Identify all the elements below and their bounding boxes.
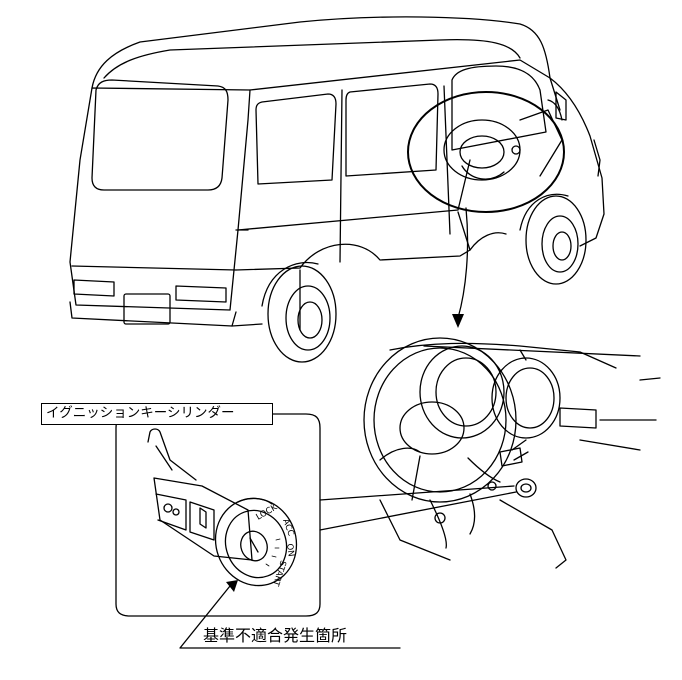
defect-location-label: 基準不適合発生箇所 (203, 626, 348, 645)
leader-line-lower (319, 491, 517, 531)
leader-line-upper (319, 485, 515, 501)
part-name-label: イグニッションキーシリンダー (41, 403, 273, 425)
callout-arrowhead (226, 580, 238, 592)
van-illustration (69, 16, 605, 363)
callout-leader (179, 585, 401, 649)
ignition-key-cylinder-drawing (147, 428, 298, 587)
key-position-acc: ACC (280, 518, 295, 538)
dashboard-illustration (363, 337, 661, 569)
key-position-on: ON (284, 543, 296, 557)
inset-panel (115, 413, 321, 617)
